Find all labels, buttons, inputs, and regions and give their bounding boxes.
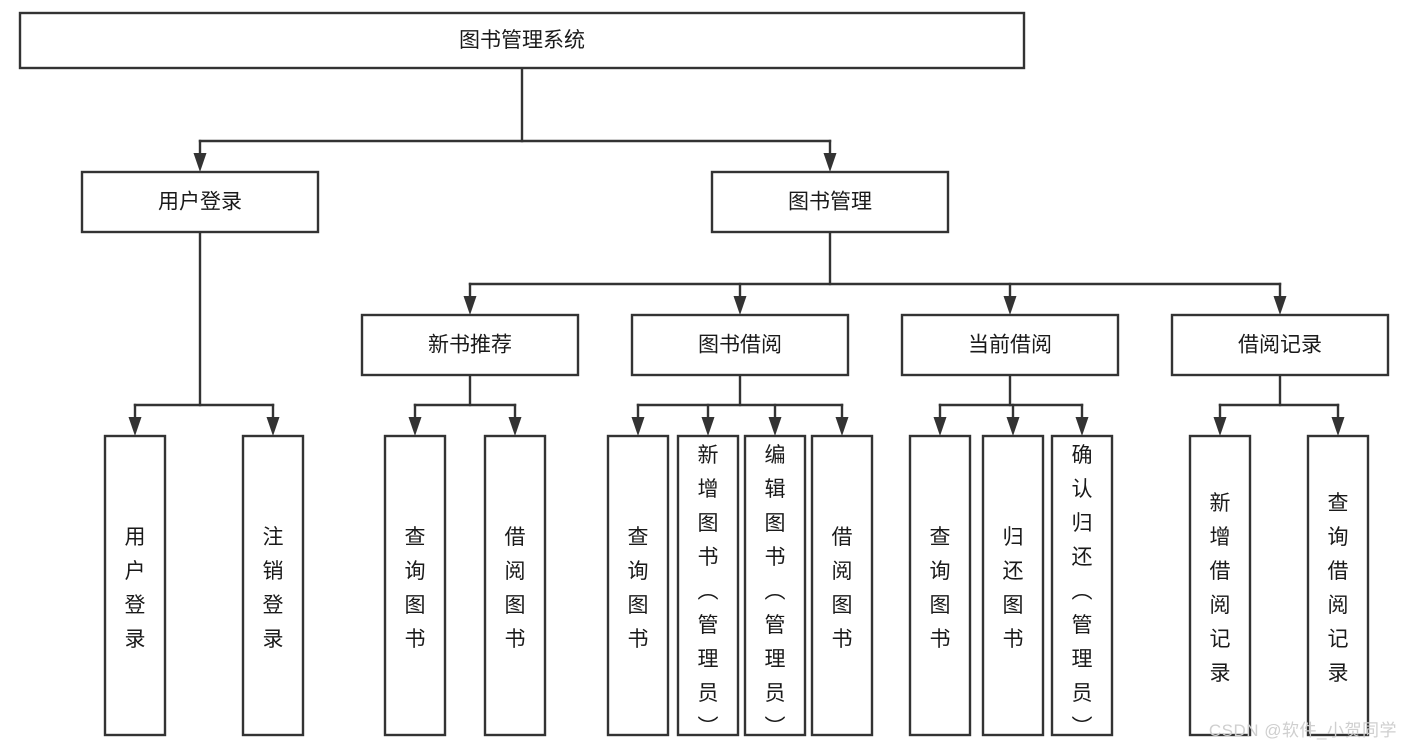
node-n-current[interactable]: 当前借阅 [900,313,1120,377]
node-l-bb-query[interactable]: 查询图书 [606,434,670,737]
node-label: 图书管理 [788,191,872,214]
arrow-head-icon [1213,417,1227,436]
arrow-head-icon [1006,417,1020,436]
node-box[interactable] [241,434,305,737]
node-l-nb-query[interactable]: 查询图书 [383,434,447,737]
node-box[interactable] [103,434,167,737]
node-n-user-login[interactable]: 用户登录 [80,170,320,234]
node-label: 注销登录 [263,526,284,651]
arrow-head-icon [128,417,142,436]
node-box[interactable] [710,170,950,234]
arrow-head-icon [1075,417,1089,436]
node-label: 借阅记录 [1238,334,1322,357]
arrow-head-icon [768,417,782,436]
node-label: 用户登录 [158,191,242,214]
node-l-cb-return[interactable]: 归还图书 [981,434,1045,737]
arrow-head-icon [463,296,477,315]
arrow-head-icon [701,417,715,436]
node-label: 新增借阅记录 [1210,492,1231,685]
arrow-head-icon [408,417,422,436]
node-label: 查询图书 [930,526,951,651]
node-box[interactable] [630,313,850,377]
node-box[interactable] [360,313,580,377]
node-label: 编辑图书︵管理员︶ [765,444,786,739]
node-l-bb-borrow[interactable]: 借阅图书 [810,434,874,737]
connector-layer [128,66,1345,436]
connector-group [631,373,849,436]
arrow-head-icon [1003,296,1017,315]
node-label: 查询借阅记录 [1328,492,1349,685]
node-l-user-logout[interactable]: 注销登录 [241,434,305,737]
node-l-bb-add[interactable]: 新增图书︵管理员︶ [676,434,740,739]
arrow-head-icon [193,153,207,172]
node-box[interactable] [1306,434,1370,737]
connector-group [128,230,280,436]
arrow-head-icon [835,417,849,436]
node-box[interactable] [80,170,320,234]
node-box[interactable] [483,434,547,737]
node-box[interactable] [1188,434,1252,737]
node-box[interactable] [908,434,972,737]
node-n-records[interactable]: 借阅记录 [1170,313,1390,377]
connector-group [463,230,1287,315]
node-label: 用户登录 [125,526,146,651]
node-label: 图书借阅 [698,334,782,357]
node-box[interactable] [743,434,807,737]
connector-group [408,373,522,436]
connector-group [193,66,837,172]
node-box[interactable] [900,313,1120,377]
arrow-head-icon [733,296,747,315]
node-layer: 图书管理系统用户登录图书管理新书推荐图书借阅当前借阅借阅记录用户登录注销登录查询… [18,11,1390,739]
node-l-br-add[interactable]: 新增借阅记录 [1188,434,1252,737]
connector-group [933,373,1089,436]
node-label: 借阅图书 [505,526,526,651]
node-label: 新增图书︵管理员︶ [698,444,719,739]
node-n-borrow[interactable]: 图书借阅 [630,313,850,377]
node-label: 图书管理系统 [459,29,585,52]
node-box[interactable] [383,434,447,737]
node-l-nb-borrow[interactable]: 借阅图书 [483,434,547,737]
node-l-br-query[interactable]: 查询借阅记录 [1306,434,1370,737]
arrow-head-icon [508,417,522,436]
node-box[interactable] [676,434,740,737]
node-label: 确认归还︵管理员︶ [1072,444,1093,739]
node-l-cb-confirm[interactable]: 确认归还︵管理员︶ [1050,434,1114,739]
node-label: 查询图书 [628,526,649,651]
node-l-bb-edit[interactable]: 编辑图书︵管理员︶ [743,434,807,739]
node-root[interactable]: 图书管理系统 [18,11,1026,70]
arrow-head-icon [933,417,947,436]
node-label: 借阅图书 [832,526,853,651]
arrow-head-icon [266,417,280,436]
node-label: 当前借阅 [968,334,1052,357]
node-box[interactable] [1170,313,1390,377]
node-label: 新书推荐 [428,334,512,357]
arrow-head-icon [631,417,645,436]
node-box[interactable] [810,434,874,737]
node-n-book-manage[interactable]: 图书管理 [710,170,950,234]
node-l-user-login[interactable]: 用户登录 [103,434,167,737]
arrow-head-icon [1331,417,1345,436]
watermark-label: CSDN @软件_小贺同学 [1208,721,1397,740]
arrow-head-icon [1273,296,1287,315]
connector-group [1213,373,1345,436]
node-l-cb-query[interactable]: 查询图书 [908,434,972,737]
node-n-new-book[interactable]: 新书推荐 [360,313,580,377]
node-box[interactable] [18,11,1026,70]
node-label: 查询图书 [405,526,426,651]
node-label: 归还图书 [1003,526,1024,651]
node-box[interactable] [1050,434,1114,737]
node-box[interactable] [606,434,670,737]
node-box[interactable] [981,434,1045,737]
arrow-head-icon [823,153,837,172]
